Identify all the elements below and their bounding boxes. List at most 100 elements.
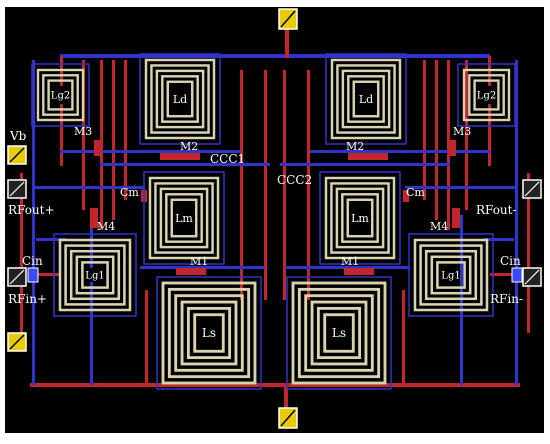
ls-left-label: Ls [202, 326, 216, 340]
inductor-frame [156, 276, 262, 390]
wire [310, 150, 490, 153]
spiral-turn [170, 198, 198, 238]
wire [36, 238, 66, 241]
wire [402, 290, 405, 385]
lg2-left-inductor: Lg2 [31, 63, 90, 127]
vss-label: VSS [247, 407, 273, 421]
lg2-left-label: Lg2 [51, 91, 70, 102]
lg2-right-inductor: Lg2 [457, 63, 516, 127]
rfin-minus-label: RFin- [490, 292, 523, 306]
spiral-turn [352, 80, 380, 118]
spiral-turn [462, 68, 511, 122]
wire [35, 186, 145, 189]
right-rail [515, 60, 518, 385]
spiral-turn [186, 306, 232, 360]
label-layer: VDD VSS Vb Vg1 RFout+ RFout- RFin+ RFin-… [7, 13, 523, 421]
lg2-right-label: Lg2 [477, 91, 496, 102]
pad-hatch [524, 269, 540, 285]
wire [423, 60, 426, 200]
cm-right-label: Cm [406, 186, 425, 199]
pad-hatch [9, 334, 25, 350]
spiral-turn [165, 193, 203, 243]
inductor-core [443, 268, 459, 282]
wire [124, 60, 127, 200]
wire [280, 163, 450, 166]
spiral-turn [419, 244, 483, 306]
spiral-turn [161, 75, 199, 123]
wire [112, 60, 115, 220]
spiral-turn [330, 182, 390, 254]
spiral-turn [64, 244, 126, 306]
pad-hatch [9, 147, 25, 163]
wire [435, 60, 438, 220]
inductor-core [359, 87, 373, 111]
wire [145, 290, 148, 385]
spiral-turn [341, 193, 379, 243]
pad-layer [7, 8, 542, 429]
ld-left-inductor: Ld [139, 53, 221, 145]
lm-right-inductor: Lm [319, 171, 401, 265]
wire [240, 70, 243, 300]
vss-bus [30, 383, 520, 387]
inductor-frame [408, 233, 494, 317]
inductor-frame [139, 53, 221, 145]
spiral-turn [174, 294, 244, 372]
spiral-turn [430, 255, 472, 295]
vg1-label: Vg1 [7, 359, 32, 373]
lg1-right-label: Lg1 [441, 271, 460, 282]
wire [307, 70, 310, 300]
spiral-turn [75, 255, 115, 295]
spiral-turn [58, 238, 132, 312]
m1-left-label: M1 [190, 255, 208, 268]
ls-right-inductor: Ls [286, 276, 392, 390]
wire [283, 70, 286, 300]
ccc1-label: CCC1 [210, 152, 245, 166]
ls-right-label: Ls [332, 326, 346, 340]
pad-hatch [9, 269, 25, 285]
m3-left-device [94, 140, 102, 156]
spiral-turn [150, 64, 210, 134]
spiral-turn [42, 74, 79, 116]
spiral-turn [424, 249, 478, 301]
m3-right-device [448, 140, 456, 156]
spiral-turn [180, 300, 238, 366]
m2-right-device [348, 153, 388, 160]
pad-hatch [524, 181, 540, 197]
ls-left-inductor: Ls [156, 276, 262, 390]
inductor-frame [325, 53, 407, 145]
lg1-left-label: Lg1 [85, 271, 104, 282]
m2-right-label: M2 [346, 140, 364, 153]
spiral-turn [148, 176, 220, 260]
vss-feed [284, 385, 288, 410]
cin-right-cap [511, 267, 523, 283]
pad-hatch [280, 10, 296, 28]
spiral-turn [323, 313, 355, 353]
m2-left-label: M2 [180, 140, 198, 153]
spiral-turn [144, 58, 216, 140]
wire [36, 273, 60, 276]
spiral-turn [335, 187, 385, 249]
spiral-turn [336, 64, 396, 134]
inductor-core [353, 205, 367, 231]
spiral-turn [291, 281, 387, 385]
pad-hatch [280, 409, 296, 427]
m3-right-label: M3 [453, 125, 471, 138]
vdd-label: VDD [247, 13, 276, 27]
rfin-plus-label: RFin+ [8, 292, 47, 306]
spiral-turn [161, 281, 257, 385]
ccc2-label: CCC2 [277, 173, 312, 187]
spiral-turn [324, 176, 396, 260]
pad-hatch [9, 181, 25, 197]
m4-left-label: M4 [97, 220, 115, 233]
wire [484, 238, 514, 241]
inductor-frame [53, 233, 137, 317]
m1-left-device [176, 268, 206, 275]
inductor-frame [31, 63, 90, 127]
spiral-turn [347, 75, 385, 123]
wire [405, 186, 515, 189]
spiral-turn [167, 287, 251, 379]
lm-left-label: Lm [175, 212, 193, 225]
lg1-right-inductor: Lg1 [408, 233, 494, 317]
vdd-feed [285, 28, 289, 58]
